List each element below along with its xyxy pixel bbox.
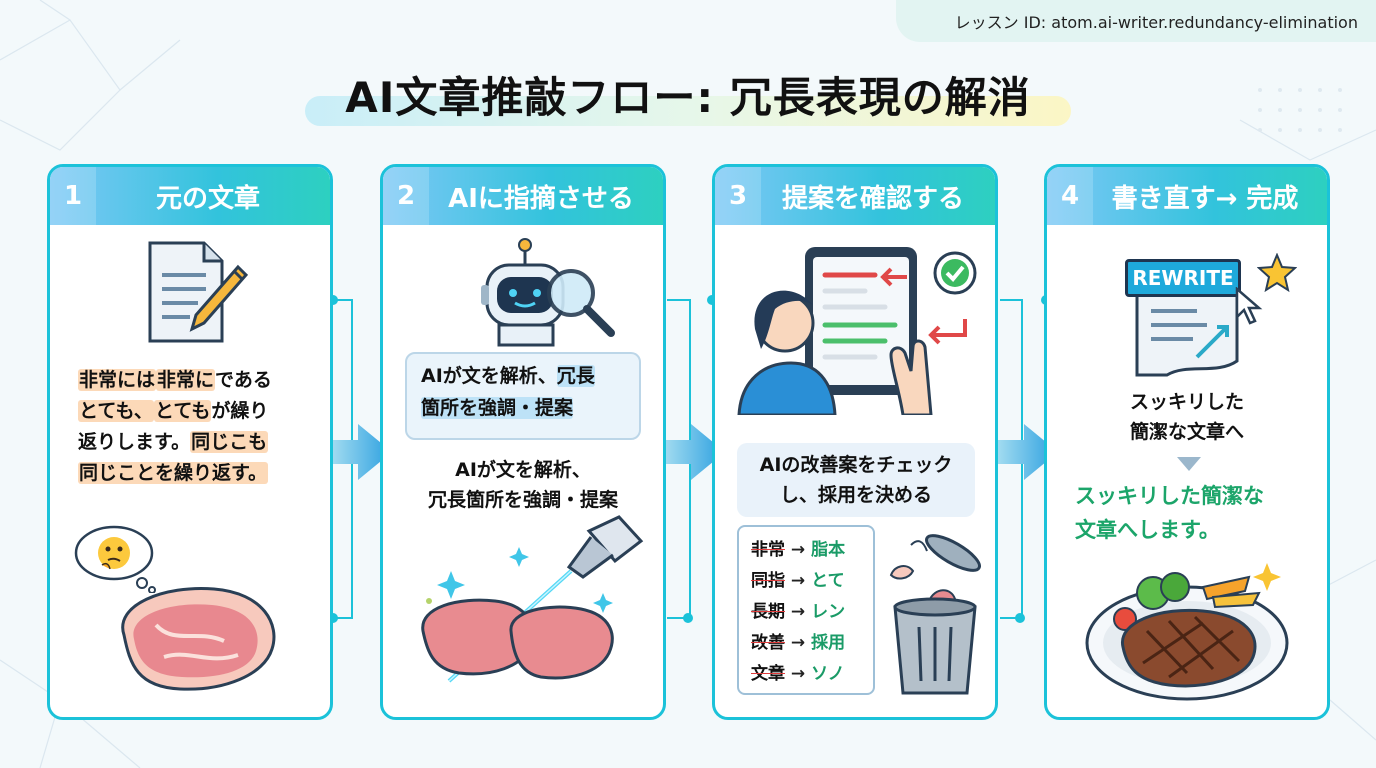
step-card-2: 2 AIに指摘させる AIが文を解析、冗長 箇所を強調・提案 AIが文を解析、 … — [380, 164, 666, 720]
original-text: 非常には非常にである とても、とてもが繰り 返りします。同じこも 同じことを繰り… — [78, 365, 318, 489]
highlight-text: 非常には — [78, 369, 157, 391]
page-title: AI文章推敲フロー: 冗長表現の解消 — [345, 73, 1031, 122]
lesson-id-text: レッスン ID: atom.ai-writer.redundancy-elimi… — [954, 13, 1358, 32]
rewrite-doc-icon — [1135, 279, 1239, 377]
step-title: 書き直す→ 完成 — [1111, 183, 1299, 214]
step-title: 提案を確認する — [781, 183, 964, 214]
callout-line: AIの改善案をチェック — [759, 454, 953, 476]
flow-arrow-icon — [984, 424, 1058, 480]
arrow-icon: → — [790, 664, 806, 684]
old-word: 改善 — [751, 633, 785, 653]
highlight-text: 同じこも — [190, 431, 269, 453]
step-header: 4 書き直す→ 完成 — [1047, 167, 1327, 225]
step-number: 2 — [383, 167, 429, 225]
step-caption: スッキリした 簡潔な文章へ — [1047, 387, 1327, 447]
step-number: 3 — [715, 167, 761, 225]
lesson-id-badge: レッスン ID: atom.ai-writer.redundancy-elimi… — [896, 0, 1376, 42]
plain-text: である — [215, 369, 272, 391]
old-word: 同指 — [751, 571, 785, 591]
trash-can-icon — [889, 534, 981, 695]
result-line: スッキリした簡潔な — [1075, 484, 1264, 508]
title-highlight — [305, 96, 1071, 126]
arrow-icon: → — [790, 571, 806, 591]
suggestion-row[interactable]: 改善 → 採用 — [751, 628, 873, 659]
caption-line: スッキリした — [1129, 391, 1244, 413]
plain-text: が繰り — [211, 400, 269, 422]
suggestion-row[interactable]: 文章 → ソノ — [751, 659, 873, 690]
arrow-icon: → — [790, 633, 806, 653]
rewrite-label: REWRITE — [1125, 259, 1241, 297]
caption-line: 冗長箇所を強調・提案 — [427, 489, 618, 511]
old-word: 非常 — [751, 540, 785, 560]
highlight-text: 非常に — [156, 369, 216, 391]
step-header: 1 元の文章 — [50, 167, 330, 225]
suggestion-row[interactable]: 長期 → レン — [751, 597, 873, 628]
step-card-3: 3 提案を確認する AIの改善案をチェック し、採用を決める 非常 → 脂本 同… — [712, 164, 998, 720]
flow-arrow-icon — [318, 424, 392, 480]
step-header: 2 AIに指摘させる — [383, 167, 663, 225]
chevron-down-icon — [1177, 457, 1201, 471]
caption-line: AIが文を解析、 — [455, 459, 591, 481]
new-word: レン — [811, 602, 846, 622]
new-word: 採用 — [811, 633, 846, 653]
plain-text: 返りします。 — [78, 431, 191, 453]
new-word: ソノ — [811, 664, 845, 684]
new-word: とて — [811, 571, 845, 591]
robot-magnifier-icon — [481, 238, 615, 347]
result-line: 文章へします。 — [1075, 518, 1220, 542]
arrow-icon: → — [790, 540, 806, 560]
raw-steak-icon — [121, 586, 276, 691]
highlight-text: とても、 — [78, 400, 154, 422]
highlight-text: とても — [153, 400, 212, 422]
caption-line: 簡潔な文章へ — [1129, 421, 1244, 443]
step-header: 3 提案を確認する — [715, 167, 995, 225]
cursor-icon — [1235, 287, 1263, 325]
callout-line: し、採用を決める — [779, 484, 932, 506]
suggestion-list: 非常 → 脂本 同指 → とて 長期 → レン 改善 → 採用 文章 → ソノ — [737, 525, 875, 695]
bubble-highlight: 箇所を強調・提案 — [421, 397, 574, 419]
thinking-face-icon — [74, 525, 156, 593]
step-caption: AIが文を解析、 冗長箇所を強調・提案 — [383, 455, 663, 515]
person-tablet-icon — [737, 247, 977, 415]
title-wrap: AI文章推敲フロー: 冗長表現の解消 — [0, 68, 1376, 128]
old-word: 長期 — [751, 602, 785, 622]
flow-arrow-icon — [651, 424, 725, 480]
step-number: 4 — [1047, 167, 1093, 225]
cooked-steak-icon — [1085, 563, 1289, 701]
new-word: 脂本 — [811, 540, 846, 560]
document-pencil-icon — [148, 241, 249, 343]
old-word: 文章 — [751, 664, 785, 684]
suggestion-row[interactable]: 非常 → 脂本 — [751, 535, 873, 566]
bubble-highlight: 冗長 — [556, 365, 595, 387]
step-card-4: 4 書き直す→ 完成 REWRITE スッキリした 簡潔な文章へ スッキリした簡… — [1044, 164, 1330, 720]
step-title: AIに指摘させる — [448, 183, 634, 214]
step-number: 1 — [50, 167, 96, 225]
star-icon — [1257, 253, 1297, 293]
ai-analysis-bubble: AIが文を解析、冗長 箇所を強調・提案 — [405, 352, 641, 440]
bubble-text: AIが文を解析、 — [421, 365, 557, 387]
step-title: 元の文章 — [155, 183, 260, 214]
laser-cutter-icon — [421, 515, 644, 683]
highlight-text: 同じことを繰り返す。 — [78, 462, 269, 484]
suggestion-row[interactable]: 同指 → とて — [751, 566, 873, 597]
step-card-1: 1 元の文章 非常には非常にである とても、とてもが繰り 返りします。同じこも … — [47, 164, 333, 720]
arrow-icon: → — [790, 602, 806, 622]
review-callout: AIの改善案をチェック し、採用を決める — [737, 443, 975, 517]
result-text: スッキリした簡潔な 文章へします。 — [1075, 479, 1315, 547]
